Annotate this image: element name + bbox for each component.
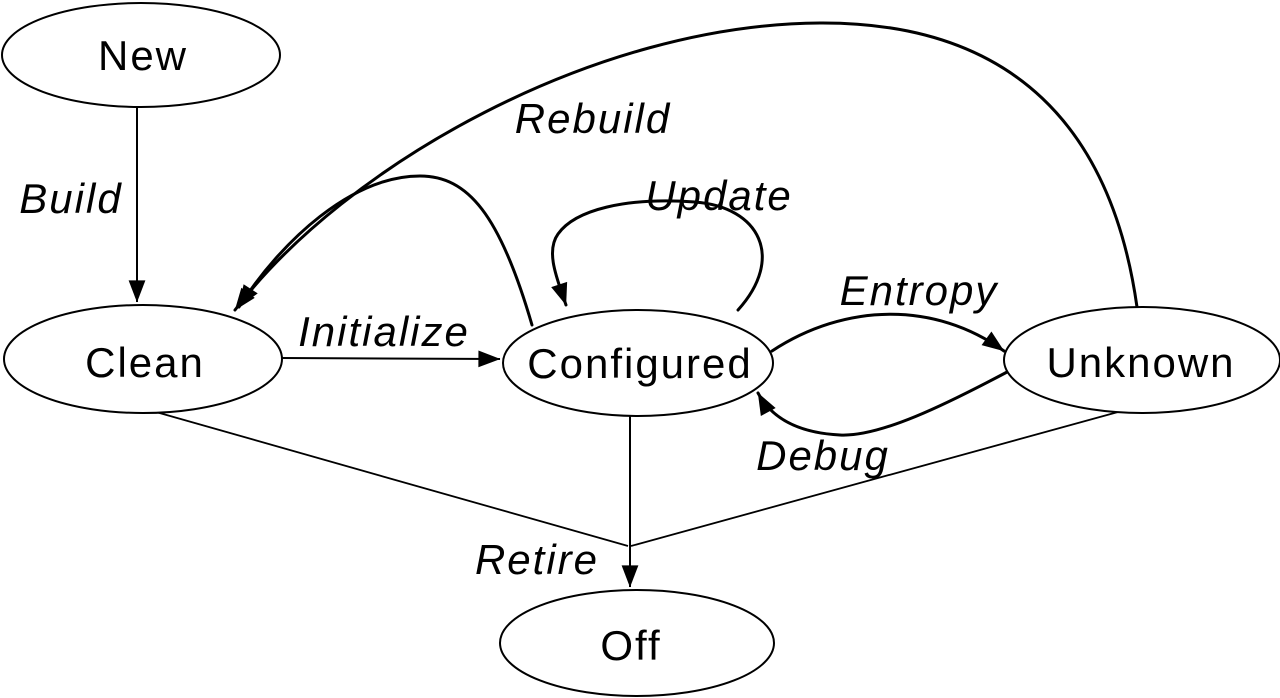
- edge-debug-label: Debug: [756, 432, 890, 479]
- edge-retire-label: Retire: [475, 536, 599, 583]
- node-configured-label: Configured: [527, 340, 752, 387]
- edge-initialize-line: [281, 350, 501, 368]
- edge-update-label: Update: [645, 172, 792, 219]
- edge-initialize-label: Initialize: [298, 308, 470, 355]
- node-new-label: New: [98, 32, 188, 79]
- edge-retire-line-from-unknown: [630, 411, 1119, 547]
- edge-rebuild-label: Rebuild: [515, 95, 671, 142]
- node-new-shape: [1, 2, 281, 108]
- node-unknown-label: Unknown: [1046, 339, 1235, 386]
- edge-update-self-loop: [551, 199, 764, 312]
- node-off-shape: [499, 589, 775, 697]
- node-clean-label: Clean: [85, 339, 205, 386]
- edge-entropy-curve: [770, 312, 1006, 353]
- edge-debug-curve: [756, 369, 1011, 437]
- node-configured-shape: [502, 309, 774, 417]
- edge-build-label: Build: [19, 175, 122, 222]
- edge-retire-line-from-clean: [155, 411, 629, 547]
- edge-entropy-label: Entropy: [840, 267, 1000, 314]
- edge-rebuild-from-configured-curve: [237, 174, 534, 327]
- edge-rebuild-curve: [233, 21, 1139, 312]
- node-unknown-shape: [1003, 306, 1280, 414]
- node-off-label: Off: [600, 622, 661, 669]
- node-clean-shape: [3, 304, 283, 414]
